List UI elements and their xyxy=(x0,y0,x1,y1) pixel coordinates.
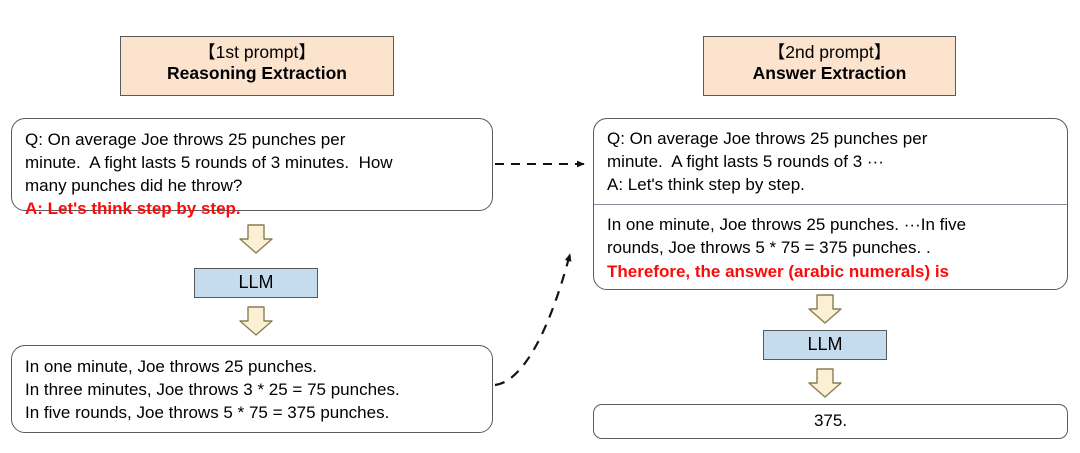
stage2-banner-bracket: 【2nd prompt】 xyxy=(767,42,892,62)
stage1-banner-title: Reasoning Extraction xyxy=(167,63,347,84)
stage2-prompt-bottom-line-1: In one minute, Joe throws 25 punches. ··… xyxy=(607,215,967,235)
stage2-llm-box[interactable]: LLM xyxy=(763,330,887,360)
stage2-llm-label: LLM xyxy=(807,334,843,354)
dashed-curved-arrow-icon xyxy=(494,253,572,387)
stage2-answer-value: 375. xyxy=(813,411,848,430)
stage2-prompt-bottom-section: In one minute, Joe throws 25 punches. ··… xyxy=(594,205,1067,290)
stage2-banner-title: Answer Extraction xyxy=(752,63,907,84)
down-arrow-icon-3 xyxy=(808,294,842,324)
down-arrow-icon-2 xyxy=(239,306,273,336)
stage1-llm-label: LLM xyxy=(238,272,274,292)
question-highlight-line: A: Let's think step by step. xyxy=(25,199,241,219)
question-line-2: minute. A fight lasts 5 rounds of 3 minu… xyxy=(25,153,393,173)
question-line-1: Q: On average Joe throws 25 punches per xyxy=(25,130,346,149)
reasoning-line-3: In five rounds, Joe throws 5 * 75 = 375 … xyxy=(25,403,390,423)
question-line-3: many punches did he throw? xyxy=(25,176,243,196)
stage2-prompt-divider xyxy=(594,204,1067,206)
stage2-banner: 【2nd prompt】 Answer Extraction xyxy=(703,36,956,96)
stage2-prompt-box: Q: On average Joe throws 25 punches per … xyxy=(593,118,1068,290)
reasoning-line-2: In three minutes, Joe throws 3 * 25 = 75… xyxy=(25,380,400,400)
stage1-question-box: Q: On average Joe throws 25 punches per … xyxy=(11,118,493,218)
reasoning-line-1: In one minute, Joe throws 25 punches. xyxy=(25,357,318,376)
stage2-prompt-top-line-3: A: Let's think step by step. xyxy=(607,175,805,195)
stage2-prompt-bottom-line-2: rounds, Joe throws 5 * 75 = 375 punches.… xyxy=(607,238,931,258)
down-arrow-icon-1 xyxy=(239,224,273,254)
stage2-answer-box: 375. xyxy=(593,404,1068,439)
stage1-llm-box[interactable]: LLM xyxy=(194,268,318,298)
stage1-reasoning-box: In one minute, Joe throws 25 punches. In… xyxy=(11,345,493,433)
stage2-prompt-top-line-1: Q: On average Joe throws 25 punches per xyxy=(607,129,928,148)
stage2-prompt-top-section: Q: On average Joe throws 25 punches per … xyxy=(594,119,1067,204)
down-arrow-icon-4 xyxy=(808,368,842,398)
stage1-banner-bracket: 【1st prompt】 xyxy=(198,42,316,62)
stage2-prompt-highlight-line: Therefore, the answer (arabic numerals) … xyxy=(607,261,950,281)
stage1-banner: 【1st prompt】 Reasoning Extraction xyxy=(120,36,394,96)
stage2-prompt-top-line-2: minute. A fight lasts 5 rounds of 3 ··· xyxy=(607,152,884,172)
